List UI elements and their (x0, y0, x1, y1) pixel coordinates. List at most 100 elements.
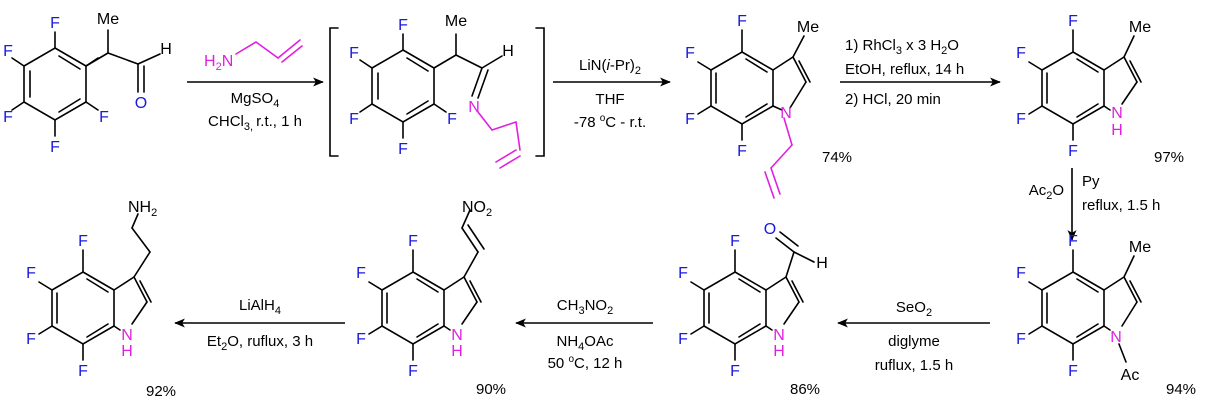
atom-f: F (447, 111, 457, 128)
conditions-step-5: SeO2 diglyme ruflux, 1.5 h (875, 299, 953, 374)
yield-nitrovinyl: 90% (476, 381, 506, 398)
svg-text:CH3NO2: CH3NO2 (557, 297, 613, 317)
allylamine-nh2-label: H2N (204, 53, 233, 73)
svg-text:reflux, 1.5 h: reflux, 1.5 h (1082, 197, 1160, 214)
atom-f: F (78, 233, 88, 250)
svg-text:NH4OAc: NH4OAc (557, 333, 614, 353)
atom-f: F (78, 363, 88, 380)
atom-h: H (816, 255, 828, 272)
svg-text:MgSO4: MgSO4 (231, 90, 280, 110)
atom-f: F (398, 141, 408, 158)
atom-n: N (773, 327, 785, 344)
atom-f: F (678, 331, 688, 348)
yield-indole-nh: 97% (1154, 149, 1184, 166)
svg-text:-78 oC - r.t.: -78 oC - r.t. (574, 113, 646, 131)
compound-pentafluorophenyl-propanal: F F F F F Me H O (3, 11, 172, 156)
atom-f: F (685, 111, 695, 128)
conditions-step-6: CH3NO2 NH4OAc 50 oC, 12 h (548, 297, 623, 372)
atom-f: F (730, 233, 740, 250)
atom-f: F (678, 265, 688, 282)
svg-text:CHCl3, r.t., 1 h: CHCl3, r.t., 1 h (208, 113, 302, 133)
compound-tetrafluorotryptamine: NH2 F F F F N H 92% (26, 199, 176, 400)
conditions-step-4: Ac2O Py reflux, 1.5 h (1029, 173, 1161, 214)
atom-me: Me (797, 19, 819, 36)
svg-text:EtOH, reflux, 14 h: EtOH, reflux, 14 h (845, 61, 964, 78)
atom-f: F (349, 111, 359, 128)
nitro-group-label: NO2 (462, 199, 492, 219)
atom-f: F (737, 13, 747, 30)
svg-text:LiAlH4: LiAlH4 (239, 297, 281, 317)
atom-f: F (1068, 13, 1078, 30)
svg-text:THF: THF (595, 91, 624, 108)
svg-text:Py: Py (1082, 173, 1100, 190)
atom-f: F (1016, 45, 1026, 62)
atom-me: Me (1129, 19, 1151, 36)
atom-h: H (773, 343, 785, 360)
compound-indole-carbaldehyde: O H F F F F N H 86% (678, 221, 828, 398)
atom-f: F (408, 233, 418, 250)
atom-f: F (1016, 111, 1026, 128)
atom-f: F (737, 143, 747, 160)
atom-f: F (356, 265, 366, 282)
atom-n: N (1110, 329, 1122, 346)
atom-me: Me (97, 11, 119, 28)
atom-f: F (26, 265, 36, 282)
atom-h: H (121, 343, 133, 360)
atom-f: F (1068, 233, 1078, 250)
atom-h: H (451, 343, 463, 360)
atom-me: Me (445, 13, 467, 30)
compound-n-allyl-indole: F F F F Me N 74% (685, 13, 852, 199)
svg-text:1) RhCl3 x 3 H2O: 1) RhCl3 x 3 H2O (845, 37, 959, 57)
conditions-step-7: LiAlH4 Et2O, ruflux, 3 h (207, 297, 313, 353)
atom-f: F (356, 331, 366, 348)
reagent-allylamine: H2N (204, 39, 303, 73)
atom-f: F (26, 331, 36, 348)
yield-aldehyde: 86% (790, 381, 820, 398)
atom-o: O (135, 95, 147, 112)
atom-n: N (1111, 105, 1123, 122)
svg-text:Ac2O: Ac2O (1029, 182, 1064, 202)
atom-n: N (121, 327, 133, 344)
atom-h: H (502, 43, 514, 60)
svg-text:SeO2: SeO2 (896, 299, 932, 319)
atom-f: F (408, 363, 418, 380)
yield-indole-ac: 94% (1166, 381, 1196, 398)
atom-ac: Ac (1121, 367, 1140, 384)
compound-imine-intermediate: F F F F F Me H N (329, 13, 545, 169)
yield-indole-allyl: 74% (822, 149, 852, 166)
atom-f: F (398, 17, 408, 34)
atom-n: N (780, 105, 792, 122)
atom-f: F (1068, 143, 1078, 160)
atom-o: O (764, 221, 776, 238)
atom-n: N (451, 327, 463, 344)
yield-tryptamine: 92% (146, 383, 176, 400)
atom-f: F (3, 43, 13, 60)
atom-f: F (50, 139, 60, 156)
conditions-step-1: MgSO4 CHCl3, r.t., 1 h (208, 90, 302, 133)
atom-f: F (50, 15, 60, 32)
svg-text:Et2O, ruflux, 3 h: Et2O, ruflux, 3 h (207, 333, 313, 353)
compound-nh-indole: F F F F Me N H 97% (1016, 13, 1184, 166)
atom-f: F (349, 45, 359, 62)
conditions-step-3: 1) RhCl3 x 3 H2O EtOH, reflux, 14 h 2) H… (845, 37, 964, 108)
svg-text:ruflux, 1.5 h: ruflux, 1.5 h (875, 357, 953, 374)
atom-h: H (1111, 122, 1123, 139)
svg-text:LiN(i-Pr)2: LiN(i-Pr)2 (579, 57, 641, 77)
amine-group-label: NH2 (128, 199, 157, 219)
atom-f: F (1016, 265, 1026, 282)
atom-f: F (3, 109, 13, 126)
atom-f: F (99, 109, 109, 126)
atom-n: N (468, 99, 480, 116)
compound-n-acetyl-indole: F F F F Me N Ac 94% (1016, 233, 1196, 398)
atom-me: Me (1129, 239, 1151, 256)
conditions-step-2: LiN(i-Pr)2 THF -78 oC - r.t. (574, 57, 646, 131)
atom-f: F (730, 363, 740, 380)
svg-text:2) HCl, 20 min: 2) HCl, 20 min (845, 91, 941, 108)
atom-h: H (160, 41, 172, 58)
compound-nitrovinyl-indole: NO2 F F F F N H 90% (356, 199, 506, 398)
svg-text:diglyme: diglyme (888, 333, 940, 350)
atom-f: F (1016, 331, 1026, 348)
atom-f: F (1068, 363, 1078, 380)
atom-f: F (685, 45, 695, 62)
